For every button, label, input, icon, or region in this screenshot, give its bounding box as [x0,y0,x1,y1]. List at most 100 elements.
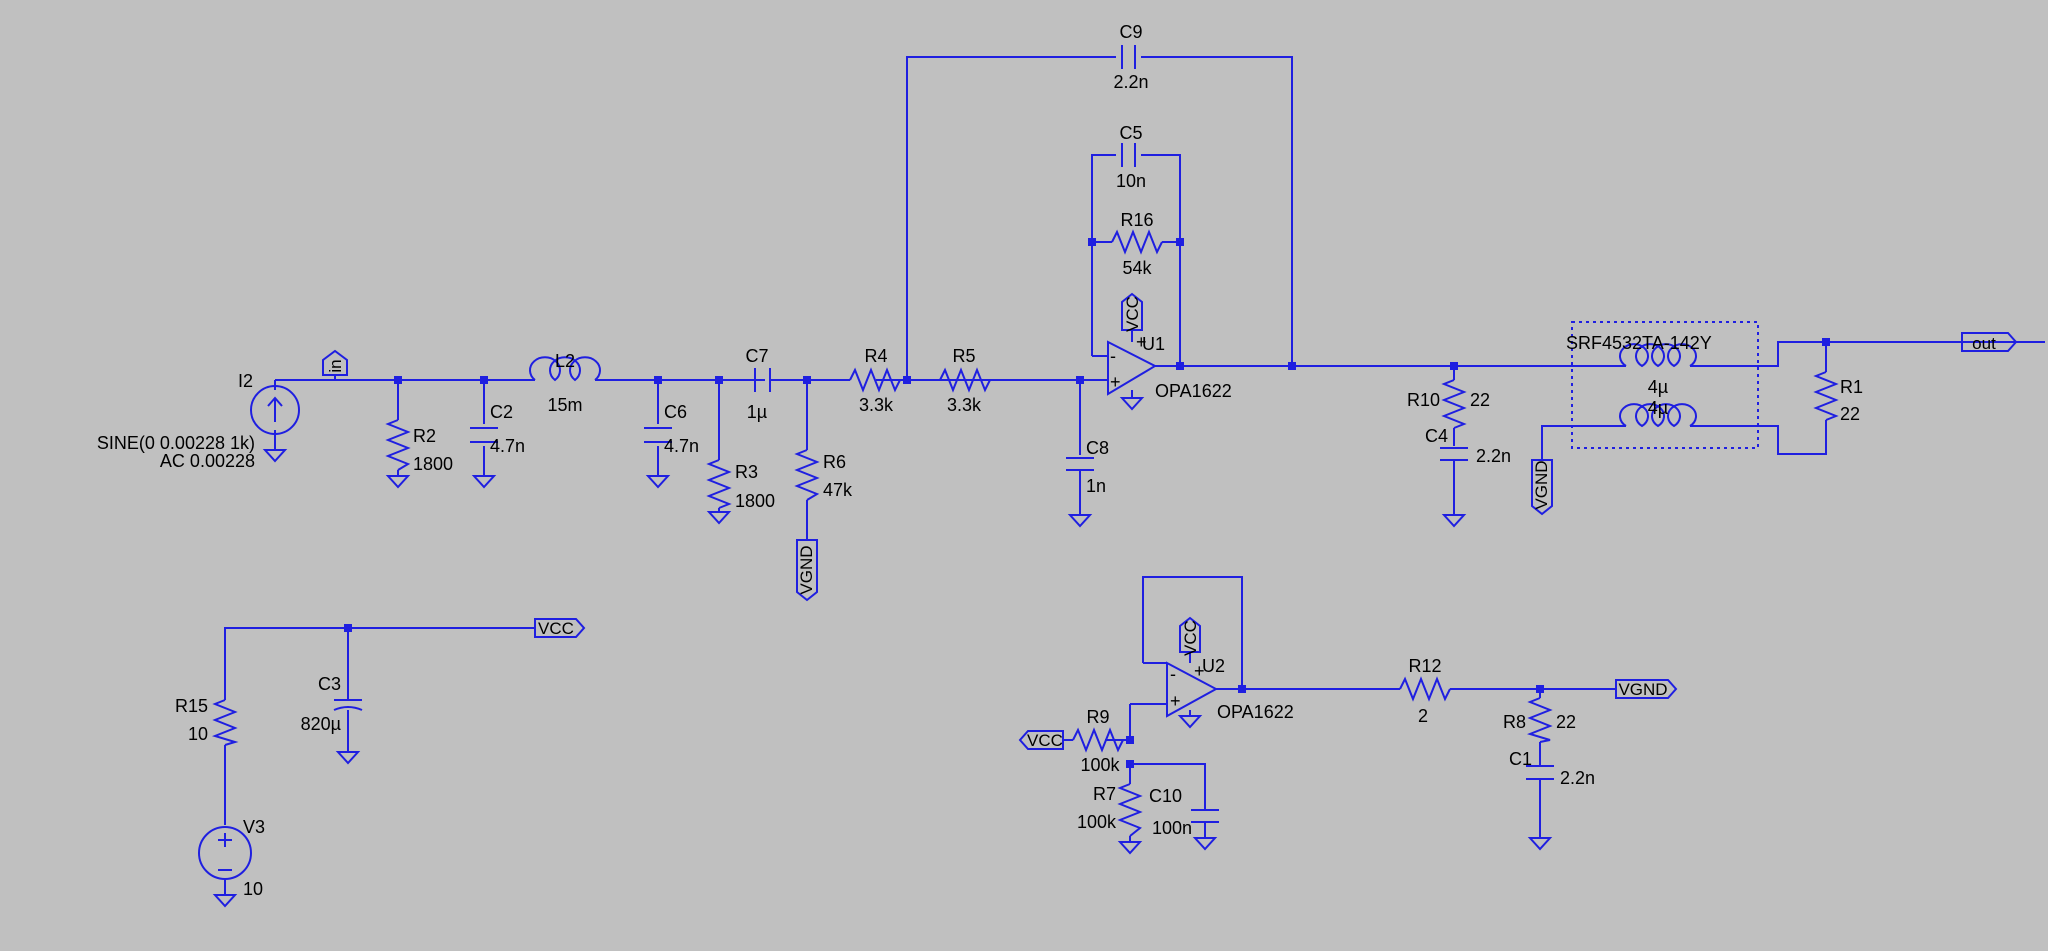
net-flag-vgnd-r6[interactable]: VGND [796,539,818,602]
c1-value: 2.2n [1560,768,1595,788]
c8-value: 1n [1086,476,1106,496]
capacitor-c5[interactable] [1121,143,1136,167]
r16-value: 54k [1122,258,1152,278]
u2-plus-sign: + [1170,691,1181,711]
l2-name: L2 [555,351,575,371]
svg-text:VCC: VCC [1123,296,1142,332]
resistor-r1[interactable] [1813,371,1839,421]
i2-name: I2 [238,371,253,391]
r1-value: 22 [1840,404,1860,424]
resistor-r10[interactable] [1441,379,1467,429]
u1-model: OPA1622 [1155,381,1232,401]
r5-name: R5 [952,346,975,366]
c3-value: 820µ [301,714,341,734]
r2-name: R2 [413,426,436,446]
capacitor-c7[interactable] [754,368,771,392]
v3-value: 10 [243,879,263,899]
capacitor-c4[interactable] [1440,447,1468,527]
component-labels: C9 2.2n C5 10n R16 54k U1 OPA1622 - + + … [97,22,1863,899]
svg-text:VGND: VGND [1532,460,1551,509]
u1-vcc-pin-sign: + [1136,332,1147,352]
net-flag-vcc-supply[interactable]: VCC [534,618,586,638]
r16-name: R16 [1120,210,1153,230]
c10-name: C10 [1149,786,1182,806]
u1-name: U1 [1142,334,1165,354]
opamp-u2[interactable] [1166,661,1219,728]
u2-minus-sign: - [1170,664,1176,684]
r2-value: 1800 [413,454,453,474]
resistor-r7[interactable] [1117,783,1143,854]
resistor-r6[interactable] [794,449,820,501]
net-flag-vcc-u2[interactable]: VCC [1179,616,1201,656]
r1-name: R1 [1840,377,1863,397]
resistor-r5[interactable] [939,367,991,393]
svg-text:out: out [1972,334,1996,353]
c6-value: 4.7n [664,436,699,456]
u1-minus-sign: - [1110,346,1116,366]
capacitor-c6[interactable] [644,427,672,488]
capacitor-c3[interactable] [333,699,363,764]
c4-name: C4 [1425,426,1448,446]
l2-value: 15m [547,395,582,415]
inductor-l2[interactable] [529,356,601,382]
opamp-u1[interactable] [1107,340,1158,410]
c7-name: C7 [745,346,768,366]
capacitor-c10[interactable] [1191,809,1219,850]
svg-text:VGND: VGND [797,545,816,594]
resistor-r12[interactable] [1399,676,1451,702]
common-mode-choke[interactable] [1571,321,1759,449]
r4-value: 3.3k [859,395,894,415]
resistor-r15[interactable] [211,699,239,746]
capacitor-c1[interactable] [1526,765,1554,850]
cm-model: SRF4532TA-142Y [1566,333,1712,353]
r12-name: R12 [1408,656,1441,676]
c2-value: 4.7n [490,436,525,456]
capacitor-c9[interactable] [1121,45,1136,69]
net-flag-vcc-u1[interactable]: VCC [1121,292,1143,332]
resistor-r2[interactable] [385,419,411,488]
v3-name: V3 [243,817,265,837]
c2-name: C2 [490,402,513,422]
c8-name: C8 [1086,438,1109,458]
resistor-r16[interactable] [1111,229,1163,255]
resistor-r4[interactable] [849,367,907,393]
r6-name: R6 [823,452,846,472]
r3-value: 1800 [735,491,775,511]
net-flag-out[interactable]: out [1961,332,2018,353]
u2-name: U2 [1202,656,1225,676]
r5-value: 3.3k [947,395,982,415]
c10-value: 100n [1152,818,1192,838]
r3-name: R3 [735,462,758,482]
svg-text:VGND: VGND [1618,680,1667,699]
cm-value-bottom: 4µ [1648,398,1668,418]
c7-value: 1µ [747,402,767,422]
cm-value-top: 4µ [1648,377,1668,397]
net-flag-vcc-r9[interactable]: VCC [1018,730,1064,750]
r9-value: 100k [1080,755,1120,775]
net-flag-vgnd-cm[interactable]: VGND [1531,459,1553,516]
capacitor-c2[interactable] [470,427,498,488]
r12-value: 2 [1418,706,1428,726]
r15-name: R15 [175,696,208,716]
current-source-i2[interactable] [250,385,300,462]
net-flag-vgnd-out[interactable]: VGND [1615,679,1678,699]
i2-ac: AC 0.00228 [160,451,255,471]
capacitor-c8[interactable] [1066,457,1094,527]
resistor-r8[interactable] [1526,697,1553,743]
c3-name: C3 [318,674,341,694]
svg-text:VCC: VCC [1181,620,1200,656]
u2-model: OPA1622 [1217,702,1294,722]
svg-text:VCC: VCC [538,619,574,638]
r4-name: R4 [864,346,887,366]
wires [224,56,2045,895]
resistor-r3[interactable] [706,459,732,524]
resistor-r9[interactable] [1072,727,1130,753]
voltage-source-v3[interactable] [198,826,252,907]
u1-plus-sign: + [1110,372,1121,392]
r7-value: 100k [1077,812,1117,832]
net-flag-in[interactable]: in [322,349,348,376]
u2-vcc-pin-sign: + [1194,661,1205,681]
r10-name: R10 [1407,390,1440,410]
r10-value: 22 [1470,390,1490,410]
